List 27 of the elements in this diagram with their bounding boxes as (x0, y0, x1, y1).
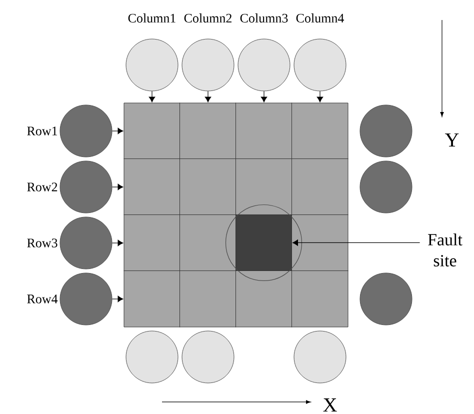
arrow (204, 90, 212, 102)
fault-cell (236, 214, 292, 271)
row-label: Row1 (27, 126, 58, 136)
circle (182, 330, 234, 384)
arrow (112, 240, 124, 246)
arrow (112, 184, 124, 190)
fault-label: Fault site (428, 234, 462, 266)
arrow (260, 90, 268, 102)
arrow (292, 240, 420, 246)
column-label: Column2 (184, 13, 232, 23)
column-label: Column1 (128, 13, 176, 23)
row-label: Row4 (27, 294, 58, 304)
circle (294, 330, 346, 384)
arrow (112, 128, 124, 134)
circle (360, 160, 412, 214)
circle (360, 104, 412, 158)
arrow (112, 296, 124, 302)
column-label: Column3 (240, 13, 288, 23)
row-label: Row2 (27, 182, 58, 192)
arrow (316, 90, 324, 102)
column-label: Column4 (296, 13, 344, 23)
circle (360, 272, 412, 326)
row-label: Row3 (27, 238, 58, 248)
arrow (148, 90, 156, 102)
axis-label: Y (445, 133, 459, 147)
cell-grid (124, 102, 348, 328)
circle (126, 330, 178, 384)
